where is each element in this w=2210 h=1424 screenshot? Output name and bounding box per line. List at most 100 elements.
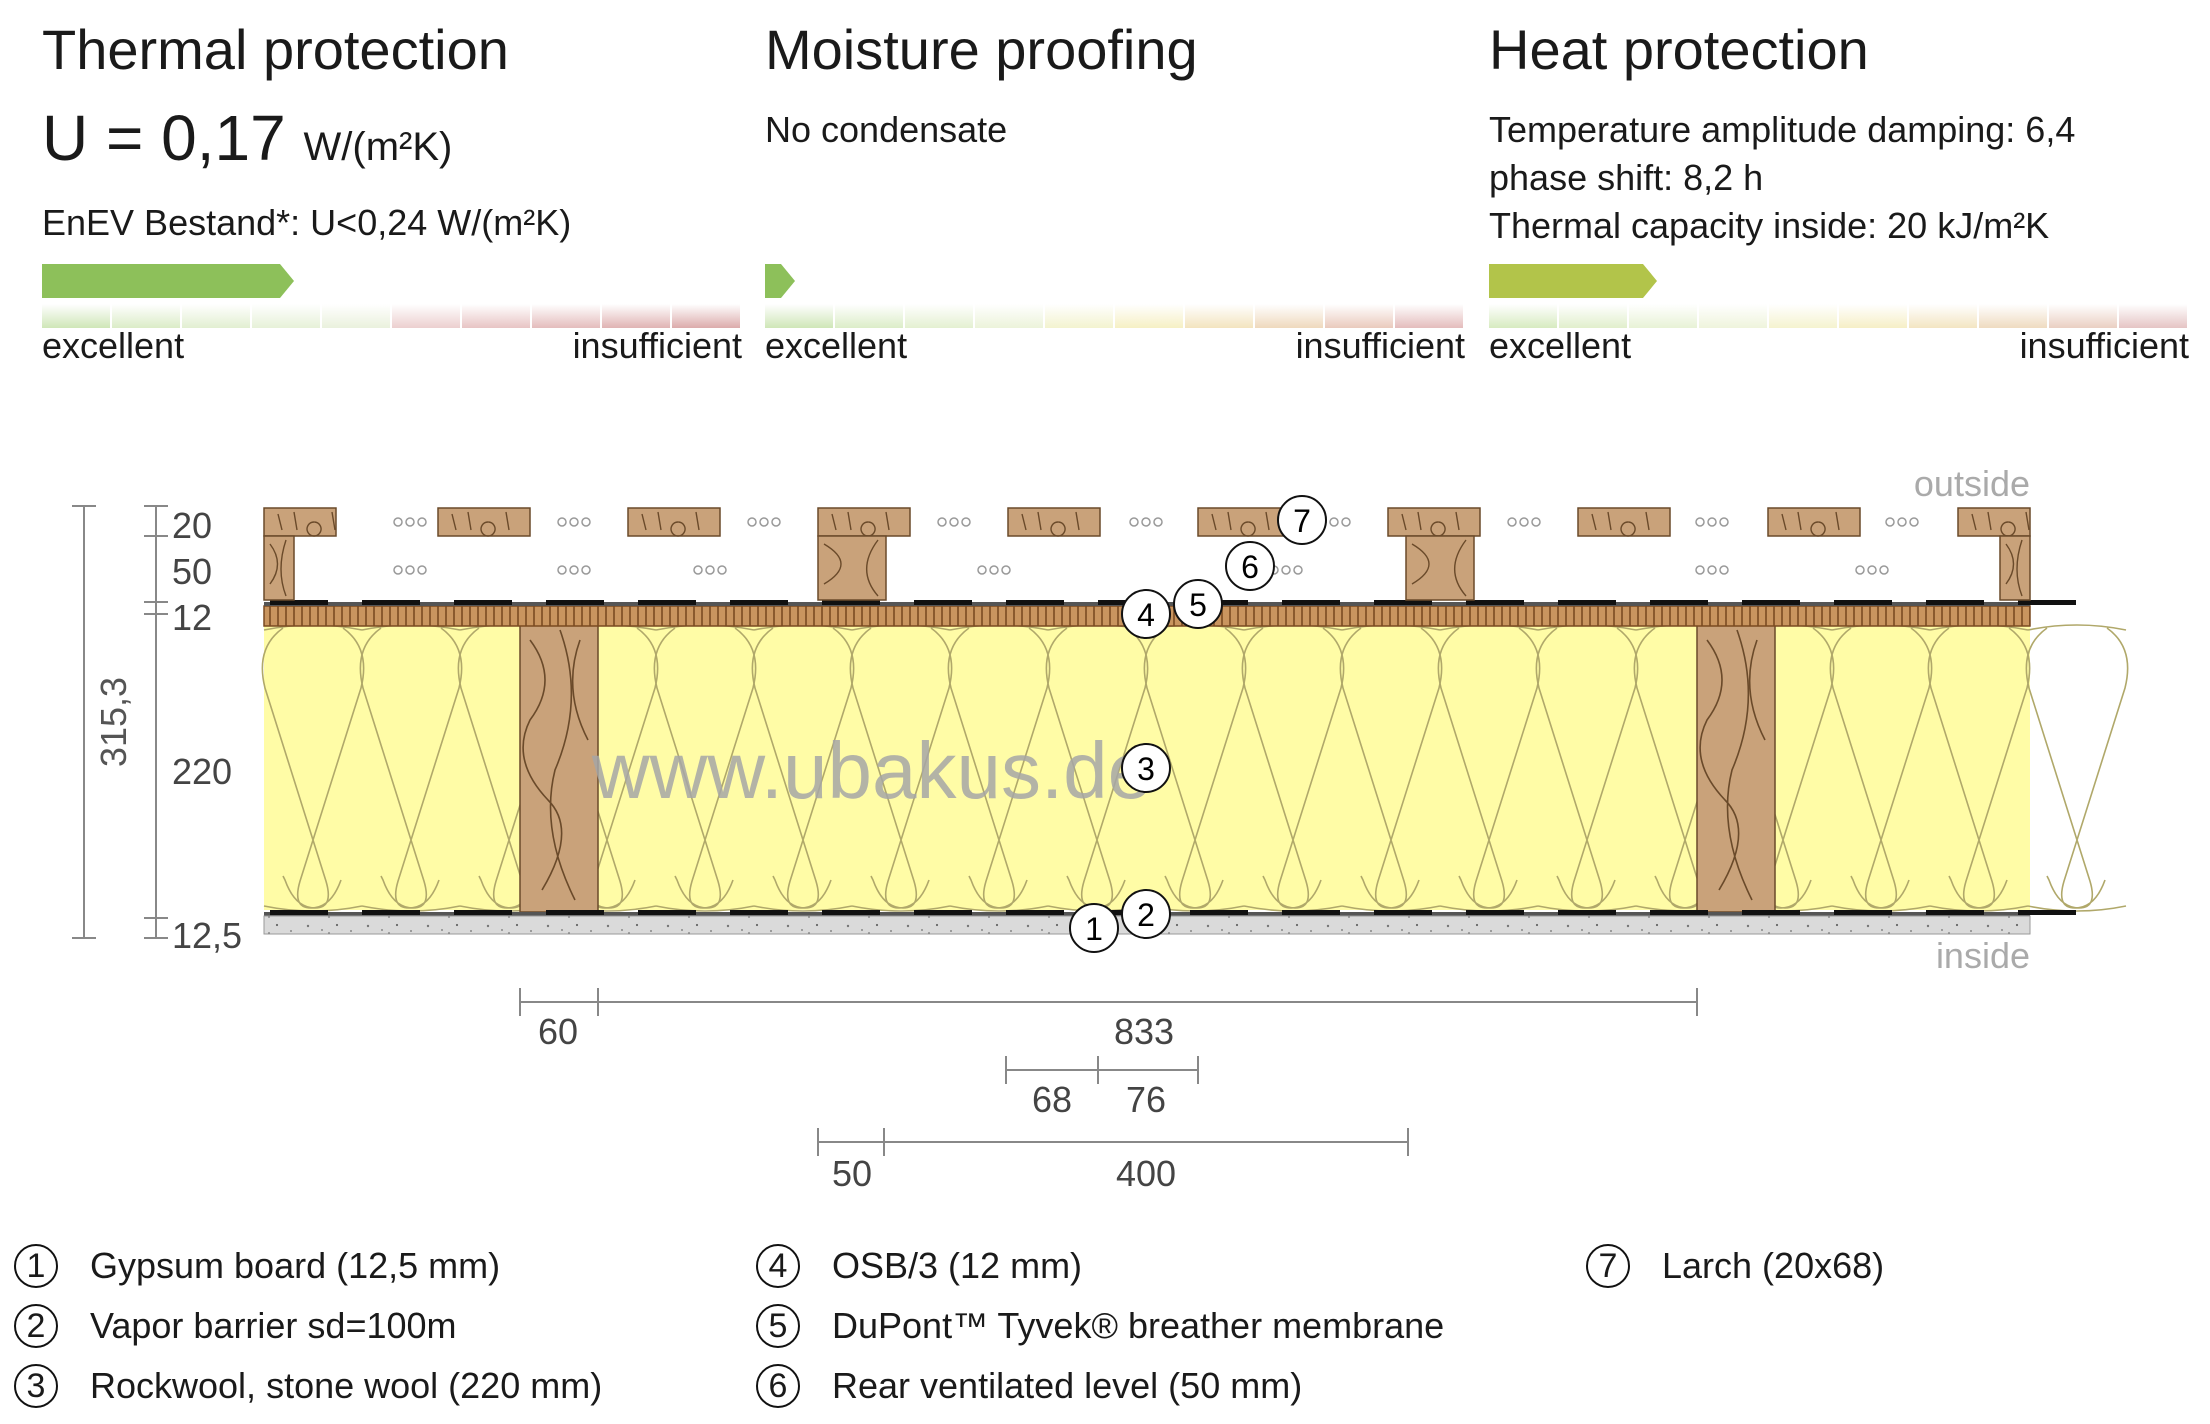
ventilation-circle <box>747 517 757 527</box>
ventilation-circle <box>581 517 591 527</box>
ventilation-circle <box>705 565 715 575</box>
u-value-unit: W/(m²K) <box>303 125 453 169</box>
membrane-dash <box>638 600 696 605</box>
ventilation-circle <box>557 565 567 575</box>
ventilation-circle <box>989 565 999 575</box>
scale-segment-3 <box>182 304 252 328</box>
rafter-left <box>519 623 599 913</box>
wool-loop <box>1437 624 1541 912</box>
membrane-dash <box>914 600 972 605</box>
marker-4: 4 <box>1121 589 1171 639</box>
breather-membrane <box>264 600 2076 606</box>
ventilation-circle <box>1885 517 1895 527</box>
marker-2: 2 <box>1121 889 1171 939</box>
membrane-dash <box>1466 910 1524 915</box>
scale-segment-8 <box>1979 304 2049 328</box>
scale-segment-7 <box>1185 304 1255 328</box>
ventilation-circle <box>717 565 727 575</box>
outside-label: outside <box>1914 463 2030 504</box>
membrane-dash <box>2018 600 2076 605</box>
membrane-dash <box>914 910 972 915</box>
wool-loop <box>359 624 463 912</box>
ventilation-circle <box>1719 517 1729 527</box>
membrane-dash <box>546 910 604 915</box>
thickness-12-5: 12,5 <box>172 915 242 956</box>
membrane-dash <box>1190 910 1248 915</box>
membrane-dash <box>730 600 788 605</box>
scale-segment-6 <box>1115 304 1185 328</box>
marker-5-label: 5 <box>1189 587 1207 623</box>
counter-batten <box>817 535 887 601</box>
ventilation-circle <box>393 517 403 527</box>
marker-1: 1 <box>1069 903 1119 953</box>
roof-section-diagram: outside inside www.ubakus.de 315,3 20 50… <box>72 463 2129 1194</box>
ventilation-circle <box>1707 517 1717 527</box>
legend-text: Rockwool, stone wool (220 mm) <box>90 1365 603 1406</box>
ventilation-circle <box>977 565 987 575</box>
larch-battens <box>263 507 2031 601</box>
ventilation-circle <box>1329 517 1339 527</box>
legend-number: 5 <box>756 1304 800 1348</box>
membrane-dash <box>546 600 604 605</box>
wood-grain <box>277 511 336 537</box>
ventilation-circle <box>393 565 403 575</box>
marker-3: 3 <box>1121 743 1171 793</box>
membrane-dash <box>1650 600 1708 605</box>
dim-833: 833 <box>1114 1011 1174 1052</box>
legend-item: 7 Larch (20x68) <box>1586 1236 1884 1296</box>
scale-segment-9 <box>1325 304 1395 328</box>
scale-segment-5 <box>1769 304 1839 328</box>
ventilation-circle <box>961 517 971 527</box>
scale-segment-7 <box>1909 304 1979 328</box>
wood-grain <box>1411 539 1467 597</box>
heat-capacity: Thermal capacity inside: 20 kJ/m²K <box>1489 205 2050 246</box>
legend-number: 7 <box>1586 1244 1630 1288</box>
u-value: U = 0,17 W/(m²K) <box>42 98 742 187</box>
membrane-dash <box>1650 910 1708 915</box>
thermal-rating-scale: excellent insufficient <box>42 264 742 366</box>
membrane-dash <box>454 600 512 605</box>
scale-segment-5 <box>322 304 392 328</box>
dim-60: 60 <box>538 1011 578 1052</box>
thermal-title: Thermal protection <box>42 18 509 81</box>
wool-loop <box>1829 624 1933 912</box>
scale-segment-3 <box>1629 304 1699 328</box>
thermal-scale-bar <box>42 304 742 328</box>
counter-batten <box>263 535 295 601</box>
heat-rating-scale: excellent insufficient <box>1489 264 2189 366</box>
ventilation-circle <box>1867 565 1877 575</box>
wool-loop <box>947 624 1051 912</box>
ventilation-circle <box>1719 565 1729 575</box>
ventilation-circle <box>569 565 579 575</box>
membrane-dash <box>1282 600 1340 605</box>
ventilation-circle <box>1695 517 1705 527</box>
ventilation-circle <box>771 517 781 527</box>
membrane-dash <box>1926 600 1984 605</box>
ventilation-circle <box>693 565 703 575</box>
legend-number: 6 <box>756 1364 800 1408</box>
ventilation-circle <box>581 565 591 575</box>
dim-50: 50 <box>832 1153 872 1194</box>
ventilation-circle <box>405 517 415 527</box>
larch-batten <box>437 507 531 537</box>
membrane-dash <box>1006 910 1064 915</box>
scale-segment-4 <box>975 304 1045 328</box>
wood-grain <box>269 539 287 597</box>
membrane-dash <box>1282 910 1340 915</box>
wood-grain <box>641 511 700 537</box>
membrane-dash <box>822 910 880 915</box>
rating-arrow-shape <box>1489 264 1657 298</box>
rating-arrow-shape <box>42 264 294 298</box>
membrane-dash <box>1006 600 1064 605</box>
larch-batten <box>1387 507 1481 537</box>
membrane-dash <box>822 600 880 605</box>
wool-loop <box>653 624 757 912</box>
legend-text: Gypsum board (12,5 mm) <box>90 1245 501 1286</box>
legend-text: Larch (20x68) <box>1662 1245 1885 1286</box>
wool-loop <box>1045 624 1149 912</box>
